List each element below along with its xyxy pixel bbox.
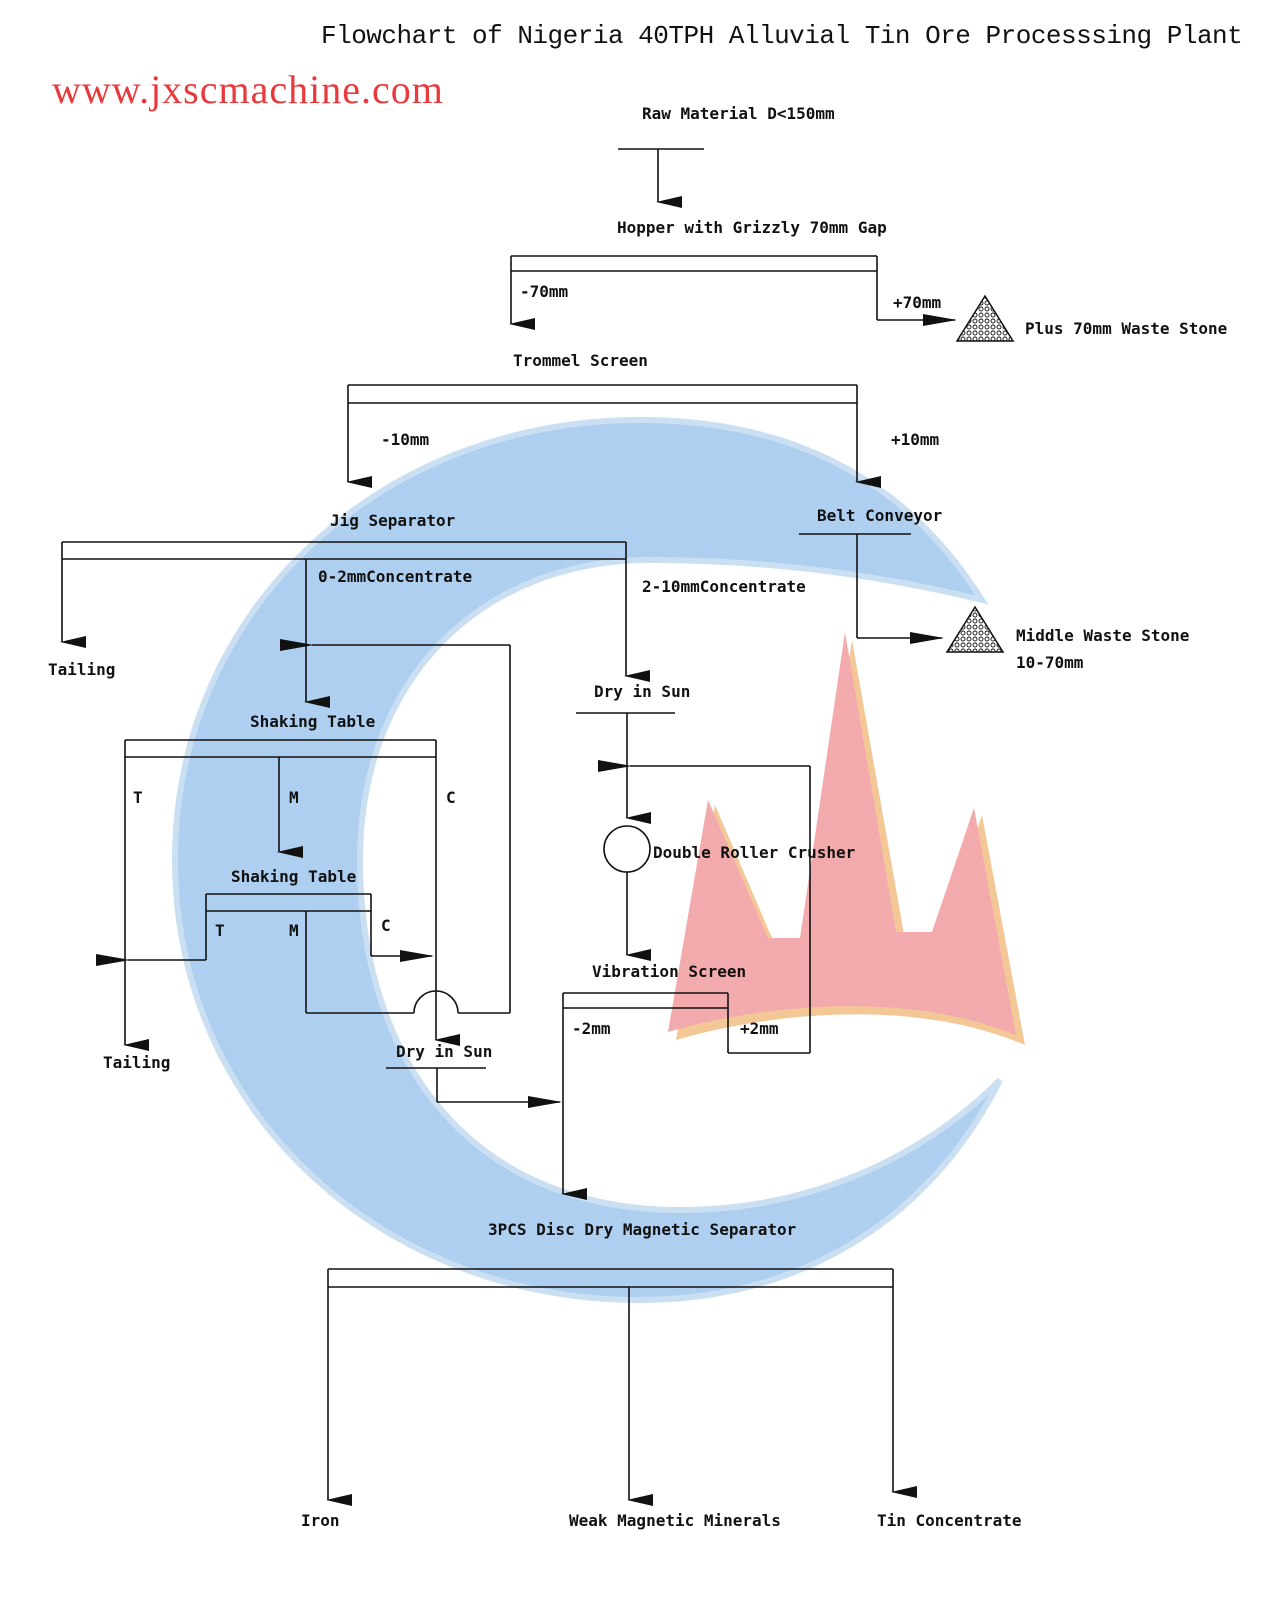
dry-in-sun-left-label: Dry in Sun <box>396 1042 493 1061</box>
t1-label: T <box>133 788 143 807</box>
raw-material-label: Raw Material D<150mm <box>642 104 835 123</box>
minus70-label: -70mm <box>520 282 569 301</box>
waste-stone-pile-icon <box>955 294 1015 342</box>
watermark-logo-icon <box>171 416 1025 1304</box>
minus2-label: -2mm <box>572 1019 611 1038</box>
hopper-label: Hopper with Grizzly 70mm Gap <box>617 218 887 237</box>
concentrate-0-2-label: 0-2mmConcentrate <box>318 567 473 586</box>
shaking-table-1-label: Shaking Table <box>250 712 376 731</box>
belt-conveyor-label: Belt Conveyor <box>817 506 943 525</box>
magnetic-separator-label: 3PCS Disc Dry Magnetic Separator <box>488 1220 797 1239</box>
m1-label: M <box>289 788 299 807</box>
website-watermark: www.jxscmachine.com <box>52 67 444 112</box>
minus10-label: -10mm <box>381 430 430 449</box>
shaking-table-2-label: Shaking Table <box>231 867 357 886</box>
middle-stone-pile-icon <box>945 605 1005 653</box>
tailing-bottom-label: Tailing <box>103 1053 171 1072</box>
tin-concentrate-label: Tin Concentrate <box>877 1511 1022 1530</box>
trommel-label: Trommel Screen <box>513 351 648 370</box>
dry-in-sun-right-label: Dry in Sun <box>594 682 691 701</box>
middle-waste-label: Middle Waste Stone <box>1016 626 1190 645</box>
c2-label: C <box>381 916 391 935</box>
weak-magnetic-label: Weak Magnetic Minerals <box>569 1511 781 1530</box>
m2-label: M <box>289 921 299 940</box>
vibration-screen-label: Vibration Screen <box>592 962 747 981</box>
plus10-label: +10mm <box>891 430 940 449</box>
jig-separator-label: Jig Separator <box>330 511 456 530</box>
concentrate-2-10-label: 2-10mmConcentrate <box>642 577 806 596</box>
plus70-label: +70mm <box>893 293 942 312</box>
t2-label: T <box>215 921 225 940</box>
plus70-waste-label: Plus 70mm Waste Stone <box>1025 319 1228 338</box>
page-title: Flowchart of Nigeria 40TPH Alluvial Tin … <box>321 21 1243 51</box>
c1-label: C <box>446 788 456 807</box>
iron-label: Iron <box>301 1511 340 1530</box>
middle-waste-size-label: 10-70mm <box>1016 653 1084 672</box>
plus2-label: +2mm <box>740 1019 779 1038</box>
tailing-top-label: Tailing <box>48 660 116 679</box>
crusher-label: Double Roller Crusher <box>653 843 856 862</box>
